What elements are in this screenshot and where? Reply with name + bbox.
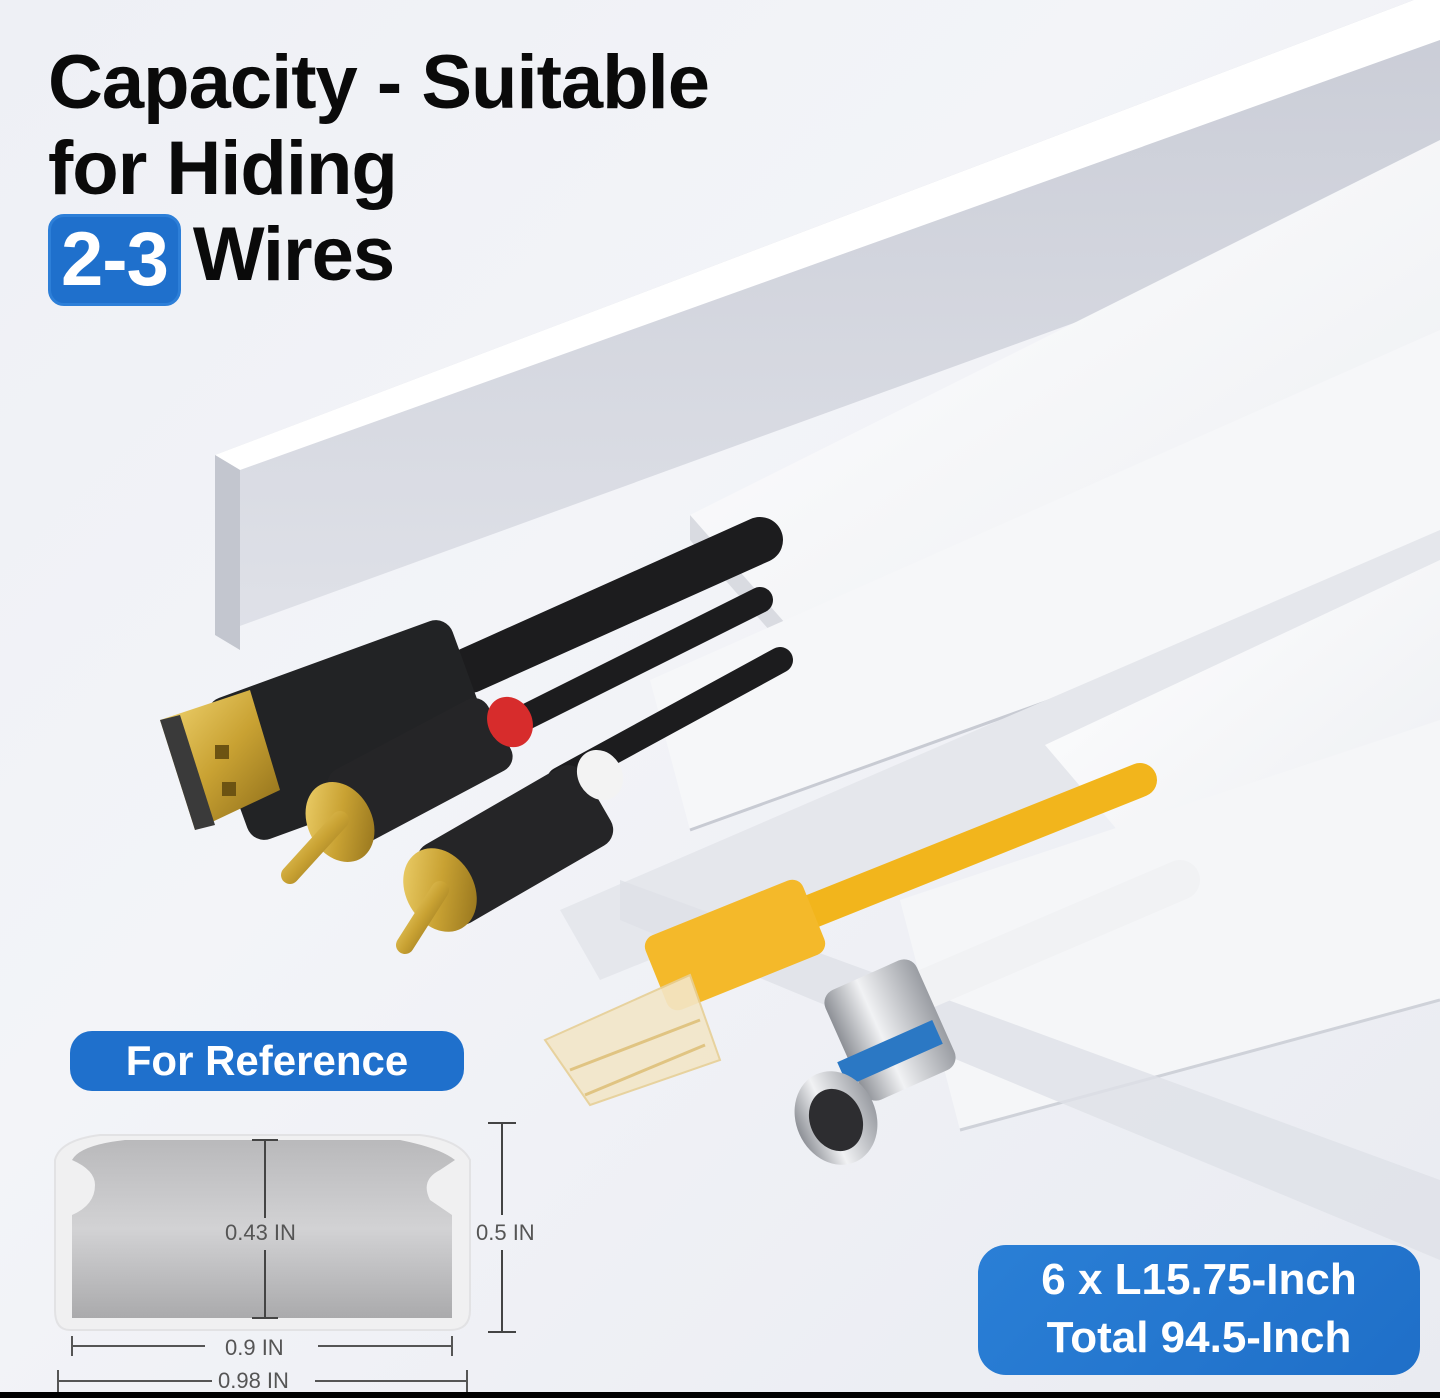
length-spec-line-2: Total 94.5-Inch — [1046, 1313, 1352, 1362]
raceway-profile-diagram — [54, 1122, 516, 1392]
inner-width-label: 0.9 IN — [225, 1335, 284, 1360]
headline-line-1: Capacity - Suitable — [48, 40, 710, 125]
outer-height-label: 0.5 IN — [476, 1220, 535, 1245]
ethernet-cable — [543, 763, 1157, 1107]
hdmi-cable — [160, 517, 783, 840]
for-reference-badge: For Reference — [70, 1031, 464, 1091]
headline-line-2: for Hiding — [48, 125, 398, 211]
bottom-border — [0, 1392, 1440, 1398]
length-spec-badge: 6 x L15.75-Inch Total 94.5-Inch — [978, 1245, 1420, 1375]
inner-height-label: 0.43 IN — [225, 1220, 296, 1245]
headline-wires-text: Wires — [192, 211, 395, 297]
lower-raceway — [560, 530, 1440, 1260]
length-spec-line-1: 6 x L15.75-Inch — [1041, 1255, 1357, 1304]
rca-cable-white — [396, 647, 793, 954]
coaxial-cable — [794, 860, 1200, 1165]
wire-count-badge: 2-3 — [48, 213, 181, 306]
outer-width-label: 0.98 IN — [218, 1368, 289, 1393]
rca-cable-red — [281, 587, 773, 884]
